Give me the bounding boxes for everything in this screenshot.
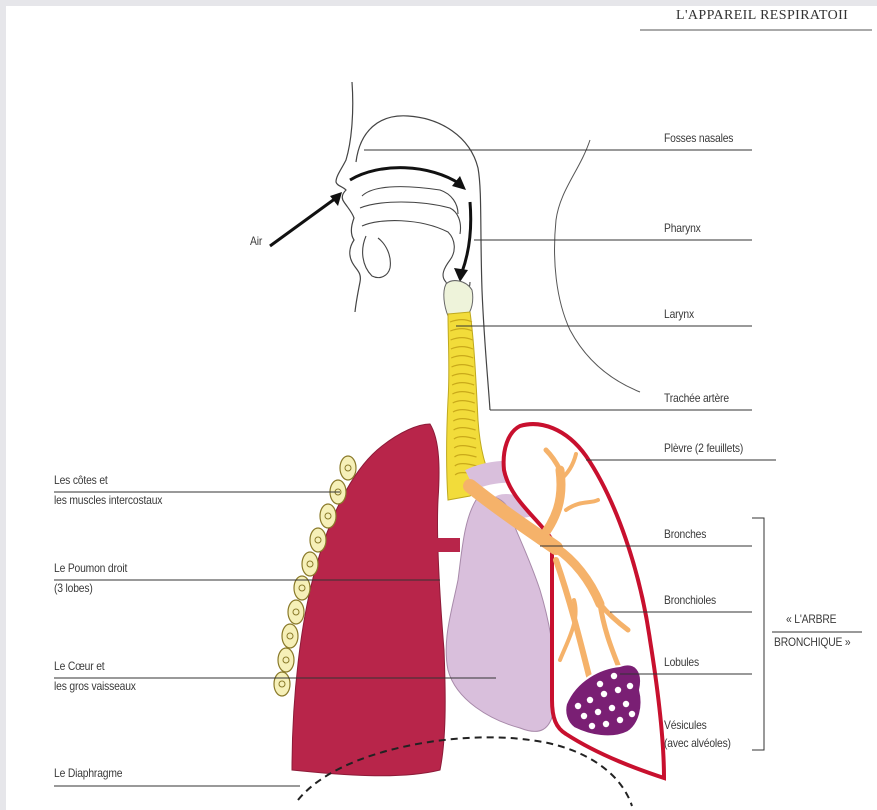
label-arbre: « L'ARBRE	[786, 612, 836, 627]
label-poumon-droit: Le Poumon droit	[54, 561, 127, 576]
label-lobules: Lobules	[664, 655, 699, 670]
label-vesicules-sub: (avec alvéoles)	[664, 736, 731, 751]
alveolus	[629, 711, 635, 717]
label-gros-vaisseaux: les gros vaisseaux	[54, 679, 136, 694]
label-air: Air	[250, 234, 262, 249]
air-arrow-pharynx	[462, 202, 471, 272]
label-cotes: Les côtes et	[54, 473, 108, 488]
label-vesicules: Vésicules	[664, 718, 707, 733]
right-lung	[292, 424, 445, 776]
rib	[340, 456, 356, 480]
label-diaphragme: Le Diaphragme	[54, 766, 122, 781]
label-bronchique: BRONCHIQUE »	[774, 635, 850, 650]
air-arrow-inlet-head	[330, 192, 342, 206]
nasal-cavity-inner	[362, 187, 458, 214]
alveolus	[601, 691, 607, 697]
alveolus	[589, 723, 595, 729]
air-arrow-inlet	[270, 198, 336, 246]
tongue	[362, 221, 454, 282]
alveolus	[603, 721, 609, 727]
larynx-cartilage	[444, 281, 473, 316]
label-trachee: Trachée artère	[664, 391, 729, 406]
label-coeur: Le Cœur et	[54, 659, 104, 674]
label-bronches: Bronches	[664, 527, 706, 542]
alveolus	[617, 717, 623, 723]
alveolus	[615, 687, 621, 693]
alveolus	[595, 709, 601, 715]
rib	[320, 504, 336, 528]
alveolus	[581, 713, 587, 719]
rib	[288, 600, 304, 624]
alveolus	[575, 703, 581, 709]
rib	[310, 528, 326, 552]
air-arrow-nasal-head	[452, 176, 466, 190]
page-header-title: L'APPAREIL RESPIRATOII	[676, 8, 848, 24]
alveolus	[623, 701, 629, 707]
alveolus	[587, 697, 593, 703]
label-fosses-nasales: Fosses nasales	[664, 131, 733, 146]
air-arrow-nasal	[350, 168, 460, 184]
alveolus	[609, 705, 615, 711]
rib	[278, 648, 294, 672]
alveolus	[597, 681, 603, 687]
rib	[274, 672, 290, 696]
alveolus	[627, 683, 633, 689]
label-bronchioles: Bronchioles	[664, 593, 716, 608]
air-arrow-pharynx-head	[454, 268, 468, 282]
label-muscles-intercostaux: les muscles intercostaux	[54, 493, 162, 508]
rib	[282, 624, 298, 648]
label-trois-lobes: (3 lobes)	[54, 581, 93, 596]
alveolus	[611, 673, 617, 679]
palate	[360, 202, 461, 234]
neck-back-curve	[555, 140, 640, 392]
label-larynx: Larynx	[664, 307, 694, 322]
rib	[302, 552, 318, 576]
label-plevre: Plèvre (2 feuillets)	[664, 441, 743, 456]
label-pharynx: Pharynx	[664, 221, 701, 236]
jaw	[363, 236, 391, 278]
pulmonary-vessel	[432, 538, 460, 552]
